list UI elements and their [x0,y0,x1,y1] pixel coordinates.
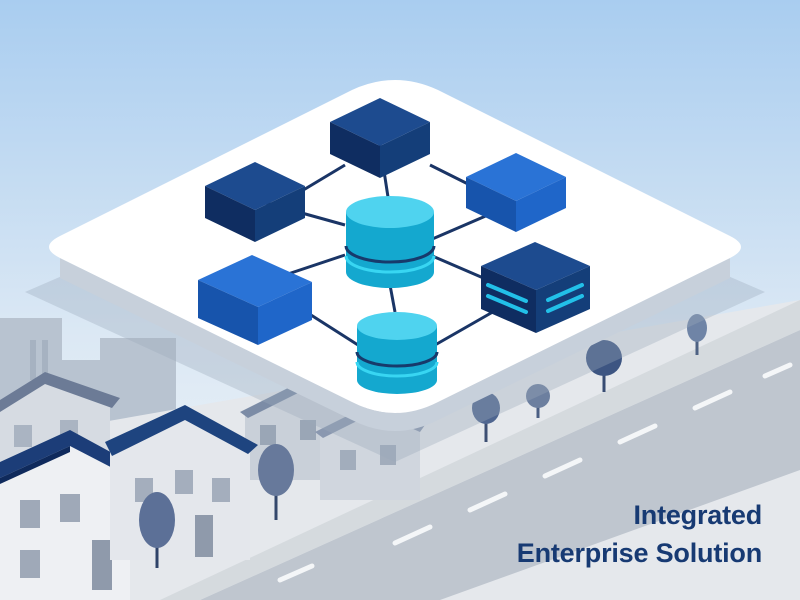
tree-icon [526,384,550,418]
tree-icon [139,492,175,568]
server-block-icon [330,98,430,178]
road-markings [277,362,793,583]
database-icon [344,196,436,288]
tree-icon [258,444,294,520]
tree-icon [687,314,707,355]
caption: Integrated Enterprise Solution [517,496,762,572]
server-block-icon [198,255,312,345]
server-rack-icon [481,242,590,333]
database-icon [355,312,439,394]
caption-line-1: Integrated [633,500,762,530]
road-sidewalk [160,300,800,600]
server-block-icon [466,153,566,232]
building-windows [30,340,48,380]
tree-icon [586,340,622,392]
server-block-icon [205,162,305,242]
caption-line-2: Enterprise Solution [516,538,762,568]
